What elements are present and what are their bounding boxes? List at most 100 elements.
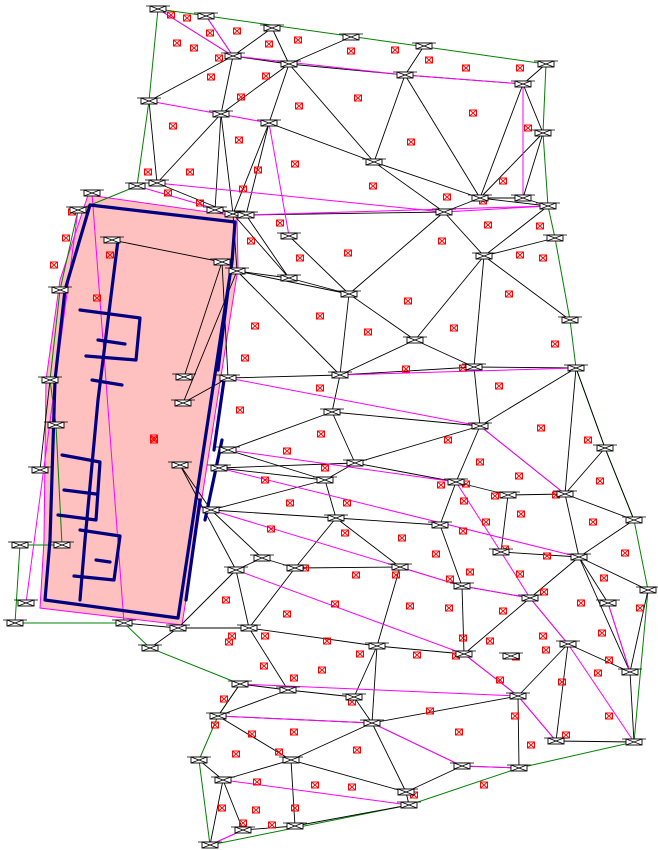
breakline-segment <box>245 205 549 216</box>
triangle-edge <box>564 493 635 521</box>
crossed-rectangle-icon <box>66 206 90 214</box>
crossed-square-icon <box>515 472 523 480</box>
triangle-edge <box>236 270 350 295</box>
crossed-square-icon <box>343 499 351 507</box>
triangle-edge <box>376 566 401 647</box>
triangle-edge <box>339 366 475 376</box>
crossed-rectangle-icon <box>277 232 301 240</box>
triangle-edge <box>245 214 290 279</box>
crossed-square-icon <box>486 637 494 645</box>
triangle-edge <box>335 517 441 526</box>
crossed-rectangle-icon <box>618 668 642 676</box>
breakline-segment <box>268 122 290 237</box>
crossed-rectangle-icon <box>328 371 352 379</box>
crossed-square-icon <box>215 54 223 62</box>
crossed-square-icon <box>254 166 262 174</box>
triangle-edge <box>555 740 635 743</box>
crossed-square-icon <box>499 177 507 185</box>
triangle-edge <box>373 161 481 199</box>
triangle-edge <box>604 447 635 521</box>
crossed-rectangle-icon <box>337 290 361 298</box>
crossed-square-icon <box>584 436 592 444</box>
triangle-edge <box>473 366 481 427</box>
crossed-rectangle-icon <box>48 286 72 294</box>
triangle-edge <box>123 622 179 629</box>
triangle-edge <box>404 74 481 199</box>
triangle-edge <box>339 339 416 376</box>
building-wall <box>94 558 112 564</box>
triangle-edge <box>220 113 234 215</box>
breakline-segment <box>232 55 406 76</box>
crossed-square-icon <box>236 406 244 414</box>
triangle-edge <box>567 643 631 673</box>
crossed-square-icon <box>516 64 524 72</box>
triangle-edge <box>373 74 406 163</box>
crossed-rectangle-icon <box>450 762 474 770</box>
crossed-square-icon <box>445 604 453 612</box>
crossed-square-icon <box>218 804 226 812</box>
crossed-square-icon <box>516 251 524 259</box>
triangle-edge <box>500 494 509 553</box>
breakline-segment <box>517 695 557 742</box>
crossed-rectangle-icon <box>187 756 211 764</box>
crossed-rectangle-icon <box>80 189 104 197</box>
crossed-square-icon <box>235 136 243 144</box>
crossed-square-icon <box>459 527 467 535</box>
crossed-rectangle-icon <box>260 24 284 32</box>
triangle-edge <box>354 462 457 483</box>
building-wall <box>43 203 237 620</box>
crossed-square-icon <box>459 634 467 642</box>
crossed-square-icon <box>517 510 525 518</box>
triangle-edge <box>294 517 337 569</box>
crossed-rectangle-icon <box>531 129 555 137</box>
breakline-segment <box>500 551 531 599</box>
triangle-edge <box>455 481 509 496</box>
breaklines <box>25 8 635 846</box>
triangle-edge <box>220 63 290 115</box>
triangle-edge <box>529 556 580 599</box>
building-wall <box>72 528 122 582</box>
crossed-square-icon <box>407 138 415 146</box>
crossed-square-icon <box>260 662 268 670</box>
triangle-edge <box>578 556 649 591</box>
breakline-segment <box>218 467 580 558</box>
crossed-square-icon <box>499 607 507 615</box>
crossed-rectangle-icon <box>320 408 344 416</box>
crossed-rectangle-icon <box>216 446 240 454</box>
crossed-square-icon <box>540 588 548 596</box>
crossed-square-icon <box>551 340 559 348</box>
triangle-edge <box>288 63 375 163</box>
crossed-square-icon <box>438 237 446 245</box>
triangle-edge <box>473 255 485 368</box>
crossed-square-icon <box>539 254 547 262</box>
crossed-square-icon <box>491 492 499 500</box>
crossed-square-icon <box>443 193 451 201</box>
crossed-square-icon <box>220 695 228 703</box>
crossed-square-icon <box>605 712 613 720</box>
crossed-square-icon <box>352 571 360 579</box>
triangle-edge <box>331 374 341 413</box>
triangle-edge <box>217 683 241 717</box>
breakline-segment <box>156 182 445 213</box>
crossed-square-icon <box>596 477 604 485</box>
crossed-square-icon <box>354 94 362 102</box>
triangle-edge <box>209 779 224 846</box>
crossed-square-icon <box>484 221 492 229</box>
triangle-edge <box>479 83 524 199</box>
crossed-square-icon <box>516 570 524 578</box>
crossed-rectangle-icon <box>257 119 281 127</box>
triangle-edge <box>564 493 580 558</box>
crossed-square-icon <box>466 568 474 576</box>
crossed-square-icon <box>621 549 629 557</box>
breakline-segment <box>205 15 234 57</box>
breakline-segment <box>455 481 502 553</box>
breakline-segment <box>235 569 465 655</box>
triangle-edge <box>324 479 337 519</box>
crossed-square-icon <box>291 804 299 812</box>
breakline-segment <box>157 8 234 57</box>
crossed-rectangle-icon <box>558 316 582 324</box>
crossed-square-icon <box>543 552 551 560</box>
crossed-square-icon <box>636 604 644 612</box>
building-wall <box>56 453 102 522</box>
triangle-edge <box>348 293 416 341</box>
